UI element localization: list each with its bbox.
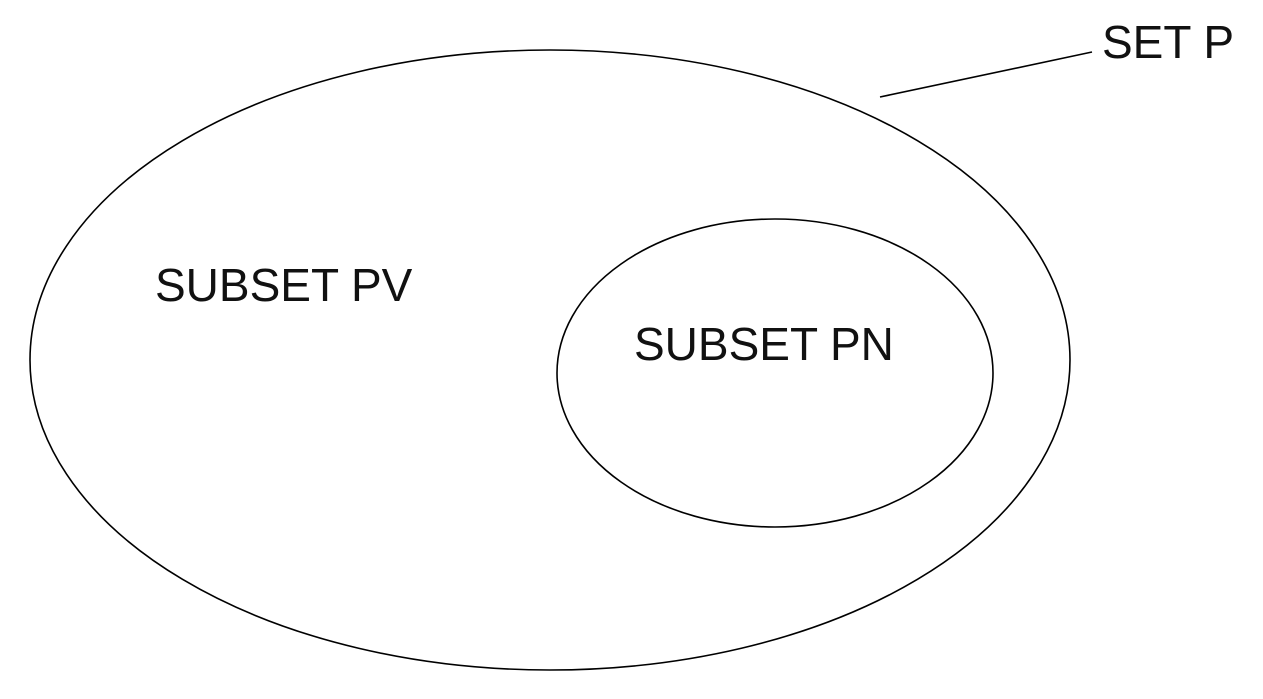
set-p-leader-line [879, 51, 1093, 98]
subset-pv-label: SUBSET PV [155, 259, 413, 311]
set-p-ellipse [29, 49, 1071, 671]
subset-pn-label: SUBSET PN [634, 318, 894, 370]
subset-pn-ellipse [556, 218, 994, 528]
set-p-label: SET P [1102, 16, 1234, 68]
